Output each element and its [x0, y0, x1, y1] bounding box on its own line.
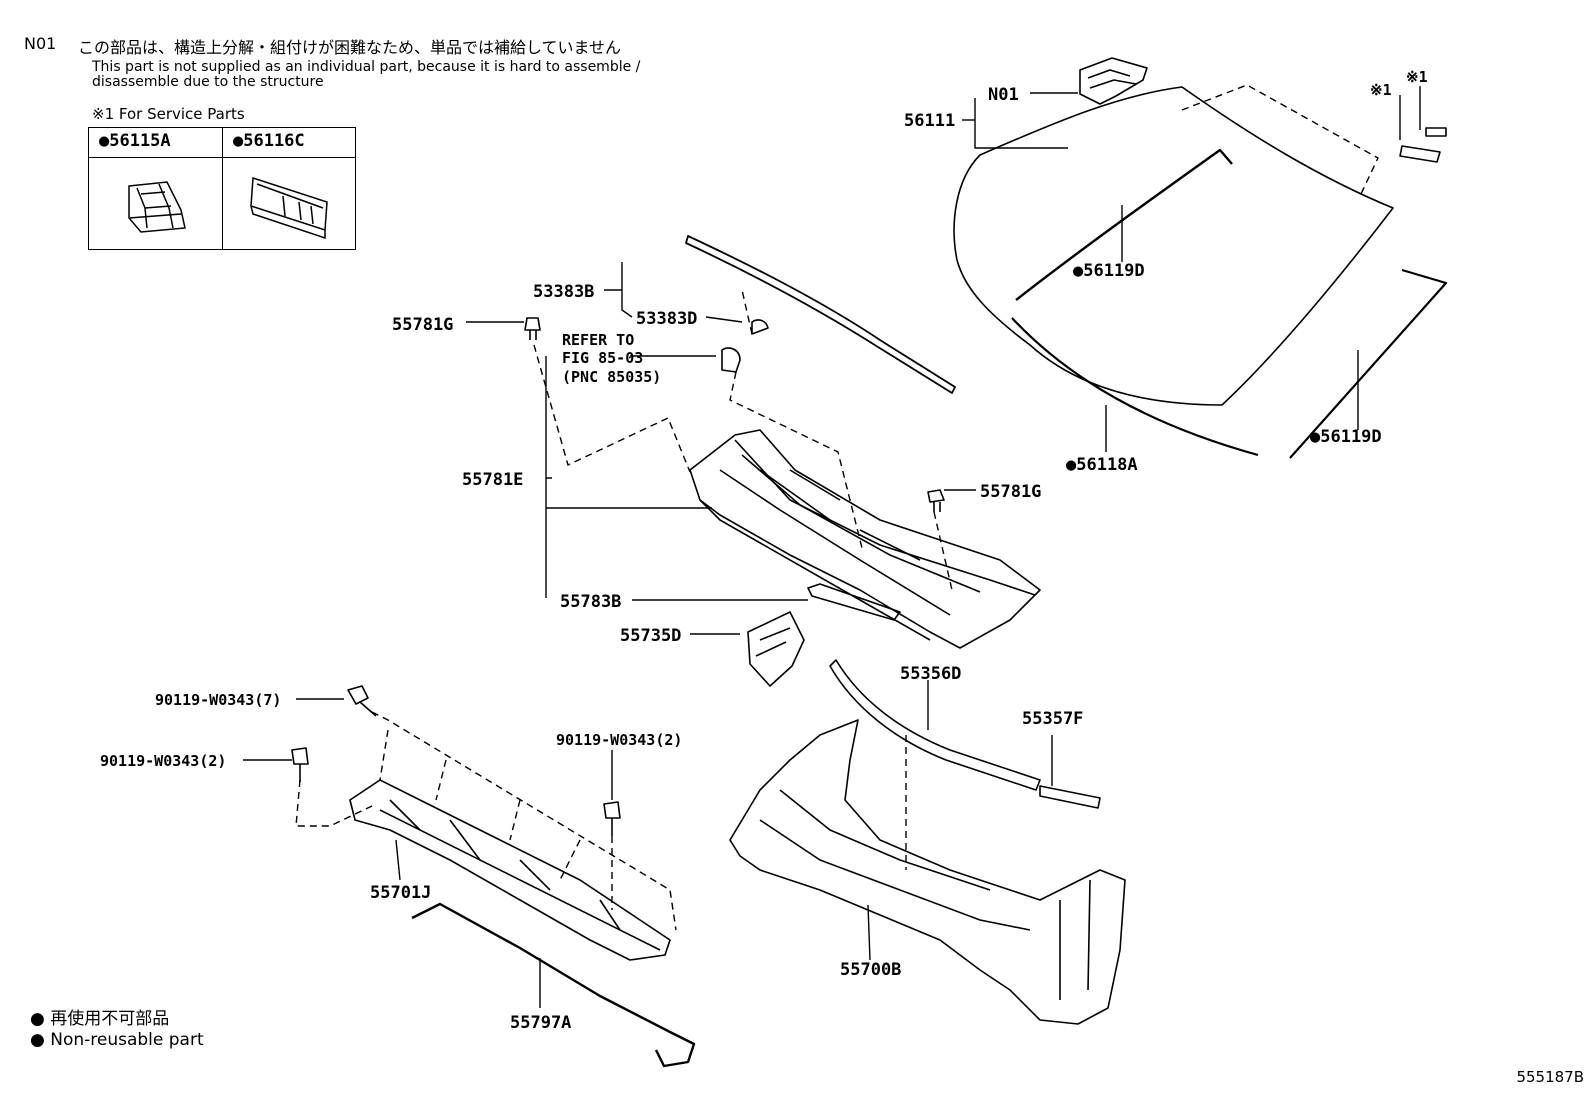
refer-line1: REFER TO — [562, 331, 634, 349]
callout-56118a: ●56118A — [1066, 455, 1138, 475]
callout-53383d: 53383D — [636, 309, 697, 329]
cowl-louver-assembly — [689, 429, 1041, 649]
callout-55781e: 55781E — [462, 470, 523, 490]
figure-id: 555187B — [1516, 1068, 1584, 1086]
leader-lines — [243, 86, 1421, 1008]
windshield-glass — [953, 86, 1448, 459]
legend-japanese: ● 再使用不可部品 — [30, 1009, 170, 1029]
washer-nozzle-part — [721, 347, 741, 373]
note-english-line2: disassemble due to the structure — [92, 74, 324, 90]
service-parts-title: ※1 For Service Parts — [92, 105, 245, 123]
callout-56111: 56111 — [904, 111, 955, 131]
drain-rod-55797a — [411, 902, 696, 1068]
clip-part-icon — [128, 181, 186, 233]
refer-line2: FIG 85-03 — [562, 349, 643, 367]
callout-55357f: 55357F — [1022, 709, 1083, 729]
callout-90119-7: 90119-W0343(7) — [155, 691, 281, 709]
bracket-55735d — [747, 611, 805, 687]
bolt-90119-7 — [347, 685, 377, 717]
bolt-90119-2-left — [291, 747, 309, 782]
cowl-seal-55356d — [829, 659, 1041, 791]
callout-53383b: 53383B — [533, 282, 594, 302]
refer-line3: (PNC 85035) — [562, 368, 661, 386]
service-part-cell: ●56116C — [223, 128, 356, 249]
callout-star1-a: ※1 — [1370, 81, 1392, 99]
callout-55781g-right: 55781G — [980, 482, 1041, 502]
bolt-90119-2-right — [603, 801, 621, 836]
callout-90119-2-left: 90119-W0343(2) — [100, 752, 226, 770]
n01-bracket-part — [1079, 57, 1148, 105]
service-part-label: ●56115A — [89, 128, 222, 158]
callout-n01: N01 — [988, 85, 1019, 105]
service-strip-part — [1399, 145, 1441, 163]
callout-star1-b: ※1 — [1406, 68, 1428, 86]
service-parts-table: ●56115A ●56116C — [88, 127, 356, 250]
cowl-weatherstrip — [685, 235, 956, 394]
note-english-line1: This part is not supplied as an individu… — [92, 59, 641, 75]
callout-55700b: 55700B — [840, 960, 901, 980]
note-japanese: この部品は、構造上分解・組付けが困難なため、単品では補給していません — [78, 38, 622, 57]
service-part-label: ●56116C — [223, 128, 356, 158]
cowl-panel — [729, 719, 1126, 1025]
seal-55357f — [1039, 785, 1101, 809]
callout-56119d-right: ●56119D — [1310, 427, 1382, 447]
legend-english: ● Non-reusable part — [30, 1030, 204, 1050]
service-clip-part — [1425, 127, 1447, 137]
seal-55783b — [807, 583, 901, 621]
callout-55701j: 55701J — [370, 883, 431, 903]
callout-56119d-top: ●56119D — [1073, 261, 1145, 281]
callout-55356d: 55356D — [900, 664, 961, 684]
callout-55735d: 55735D — [620, 626, 681, 646]
service-part-cell: ●56115A — [89, 128, 223, 249]
lower-cowl-panel — [349, 779, 671, 961]
note-code: N01 — [24, 34, 57, 53]
callout-55797a: 55797A — [510, 1013, 571, 1033]
bracket-part-icon — [250, 176, 328, 240]
clip-53383d — [751, 319, 769, 335]
callout-55783b: 55783B — [560, 592, 621, 612]
dashed-guides — [295, 289, 953, 931]
callout-90119-2-right: 90119-W0343(2) — [556, 731, 682, 749]
clip-55781g-left — [524, 317, 541, 340]
callout-55781g-left: 55781G — [392, 315, 453, 335]
clip-55781g-right — [927, 489, 945, 512]
